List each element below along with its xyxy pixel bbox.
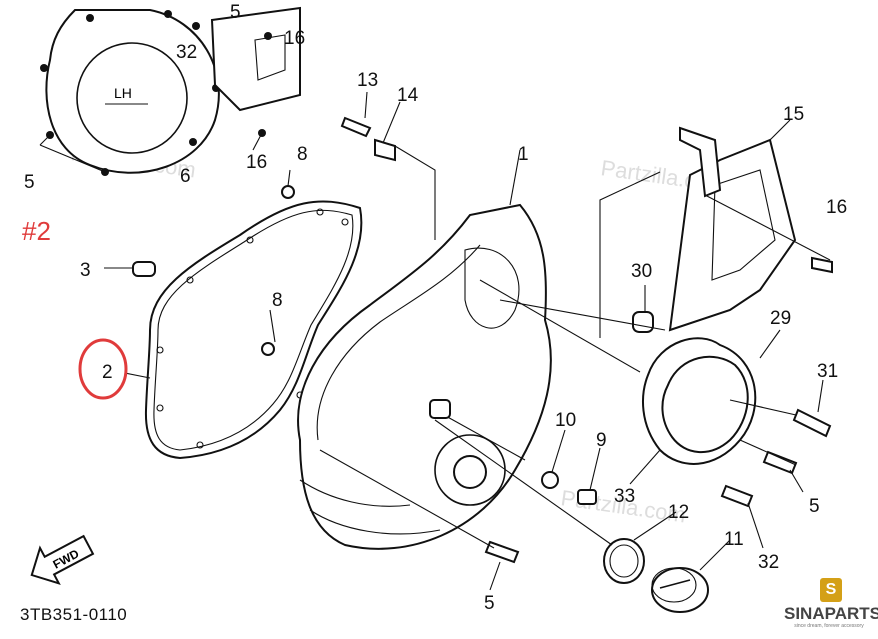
drawing-code: 3TB351-0110 bbox=[20, 605, 128, 624]
callout-label: 32 bbox=[758, 552, 779, 573]
cover-label: LH bbox=[114, 85, 132, 101]
callout-label: 5 bbox=[484, 593, 495, 614]
callouts: 32 5 16 16 6 5 8 13 14 1 15 16 3 30 29 8… bbox=[24, 2, 847, 614]
callout-label: 5 bbox=[230, 2, 241, 23]
brand-logo: S SINAPARTS since dream, forever accesso… bbox=[784, 578, 878, 634]
dowel-3 bbox=[104, 261, 156, 277]
callout-label: 15 bbox=[783, 104, 804, 125]
callout-label: 10 bbox=[555, 410, 576, 431]
callout-label: 3 bbox=[80, 260, 91, 281]
callout-label: 16 bbox=[246, 152, 267, 173]
o-ring-12 bbox=[603, 538, 645, 584]
sprocket-cover-15 bbox=[632, 126, 797, 333]
callout-label: 16 bbox=[284, 28, 305, 49]
callout-label: 5 bbox=[809, 496, 820, 517]
crankcase-cover-1 bbox=[297, 203, 552, 550]
brand-name: SINAPARTS bbox=[784, 604, 878, 623]
callout-label: 9 bbox=[596, 430, 607, 451]
callout-label: 2 bbox=[102, 362, 113, 383]
brand-tagline: since dream, forever accessory bbox=[794, 623, 864, 629]
callout-label: 1 bbox=[518, 144, 529, 165]
callout-label: 32 bbox=[176, 42, 197, 63]
fwd-arrow-icon: FWD bbox=[30, 534, 95, 585]
callout-label: 5 bbox=[24, 172, 35, 193]
callout-label: 8 bbox=[297, 144, 308, 165]
callout-label: 12 bbox=[668, 502, 689, 523]
leader-lines bbox=[124, 91, 831, 591]
brand-icon: S bbox=[820, 578, 842, 602]
callout-label: 14 bbox=[397, 85, 419, 106]
o-ring-8 bbox=[261, 342, 275, 356]
reference-tag: #2 bbox=[22, 216, 51, 246]
o-ring-10 bbox=[541, 471, 559, 489]
small-cover-29 bbox=[642, 337, 757, 465]
highlight-circle bbox=[78, 338, 128, 400]
callout-label: 13 bbox=[357, 70, 378, 91]
callout-label: 8 bbox=[272, 290, 283, 311]
callout-label: 29 bbox=[770, 308, 791, 329]
plug-11 bbox=[651, 567, 709, 613]
o-ring-8 bbox=[281, 185, 295, 199]
callout-label: 16 bbox=[826, 197, 847, 218]
plug-9 bbox=[577, 489, 597, 505]
callout-label: 31 bbox=[817, 361, 838, 382]
callout-label: 30 bbox=[631, 261, 652, 282]
callout-label: 6 bbox=[180, 166, 191, 187]
callout-label: 33 bbox=[614, 486, 635, 507]
callout-label: 11 bbox=[724, 529, 744, 550]
bolts bbox=[340, 116, 833, 564]
generator-cover-inset: LH bbox=[39, 6, 301, 176]
